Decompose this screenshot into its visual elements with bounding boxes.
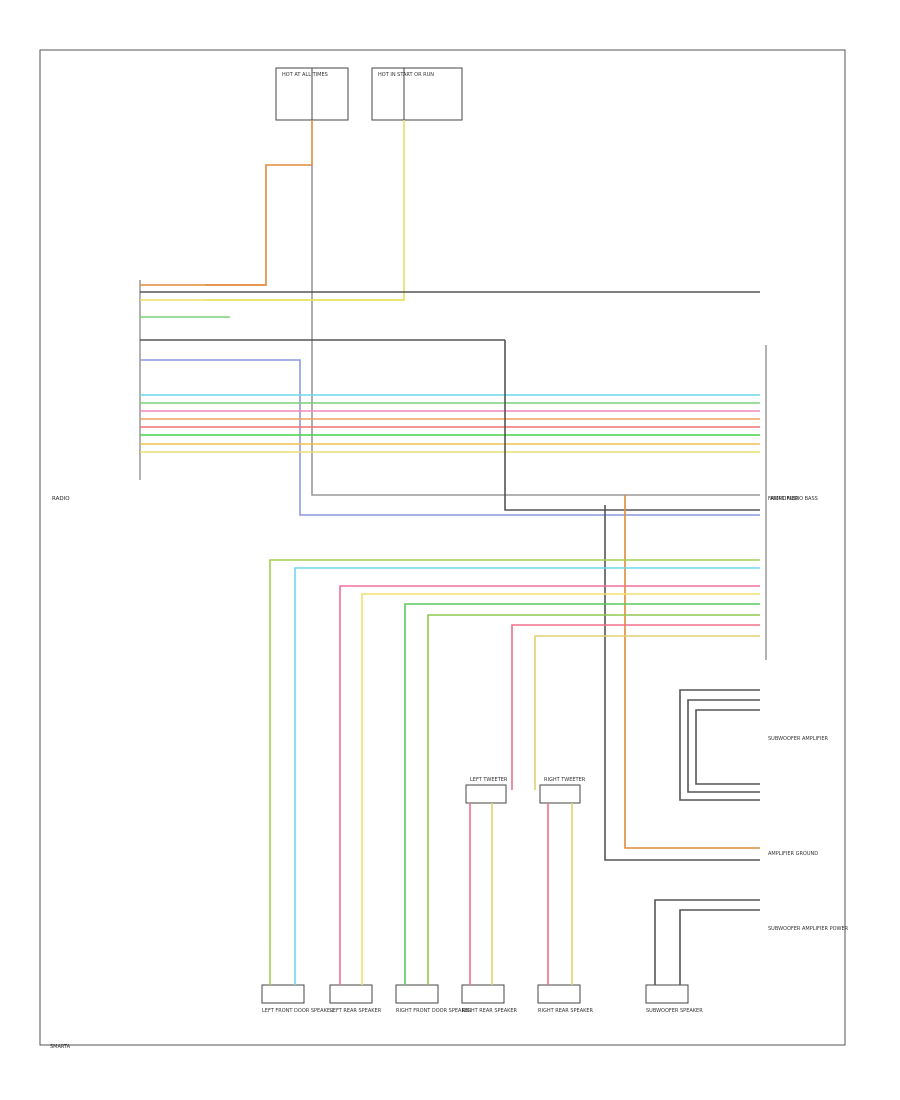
out-rr-plus (511, 624, 760, 790)
right-tweeter: RIGHT TWEETER (539, 777, 586, 804)
tweeter-left-label: LEFT TWEETER (470, 777, 508, 783)
wire-ground-run (311, 165, 760, 496)
amp-label: AMPLIFIER (770, 496, 799, 502)
note-3: SUBWOOFER AMPLIFIER POWER (768, 926, 849, 932)
tweeter-right-label: RIGHT TWEETER (544, 777, 586, 783)
note-1: FRONT AUDIO BASS (768, 496, 818, 502)
speaker-right-rear-2: RIGHT REAR SPEAKER (537, 984, 594, 1014)
speaker-label-2: LEFT REAR SPEAKER (330, 1008, 382, 1014)
speaker-right-front: RIGHT FRONT DOOR SPEAKER (395, 984, 472, 1014)
wire-ignition-feed (205, 120, 405, 301)
speaker-subwoofer: SUBWOOFER SPEAKER (645, 984, 703, 1014)
speaker-label-1: LEFT FRONT DOOR SPEAKER (262, 1008, 334, 1014)
out-rr-minus (534, 635, 760, 790)
note-2: AMPLIFIER GROUND (768, 851, 818, 857)
speaker-label-5: RIGHT REAR SPEAKER (538, 1008, 594, 1014)
diagram-border (39, 49, 846, 1046)
speaker-label-3: RIGHT FRONT DOOR SPEAKER (396, 1008, 472, 1014)
out-lf-minus (294, 567, 760, 940)
speaker-right-rear-1: RIGHT REAR SPEAKER (461, 984, 518, 1014)
out-rf-plus (404, 603, 760, 940)
bundle-sub-2 (687, 699, 760, 793)
row-radio-data (140, 359, 760, 516)
fuse-right-label: HOT IN START OR RUN (378, 72, 434, 78)
speaker-left-rear: LEFT REAR SPEAKER (329, 984, 382, 1014)
wire-amp-ground-2 (604, 505, 760, 861)
bundle-sub-3 (695, 709, 760, 785)
fuse-box-right: HOT IN START OR RUN (371, 67, 463, 121)
radio-label: RADIO (52, 496, 70, 502)
wire-battery-feed (205, 120, 313, 286)
page-mark: SMARTA (50, 1044, 71, 1050)
bundle-sub-1 (679, 689, 760, 801)
speaker-label-4: RIGHT REAR SPEAKER (462, 1008, 518, 1014)
out-rf-minus (427, 614, 760, 940)
sub-wire-2 (679, 909, 760, 970)
sub-wire-1 (654, 899, 760, 970)
speaker-left-front: LEFT FRONT DOOR SPEAKER (261, 984, 334, 1014)
left-tweeter: LEFT TWEETER (465, 777, 508, 804)
sub-module-label: SUBWOOFER AMPLIFIER (768, 736, 829, 742)
wire-amp-ground (504, 340, 760, 511)
fuse-left-label: HOT AT ALL TIMES (282, 72, 328, 78)
out-lr-minus (361, 593, 760, 940)
out-lf-plus (269, 559, 760, 940)
amplifier-connector: AMPLIFIER (765, 345, 799, 660)
fuse-box-left: HOT AT ALL TIMES (275, 67, 349, 121)
wire-amp-power (624, 495, 760, 849)
radio-connector: RADIO (52, 280, 141, 502)
out-lr-plus (339, 585, 760, 940)
speaker-label-6: SUBWOOFER SPEAKER (646, 1008, 703, 1014)
